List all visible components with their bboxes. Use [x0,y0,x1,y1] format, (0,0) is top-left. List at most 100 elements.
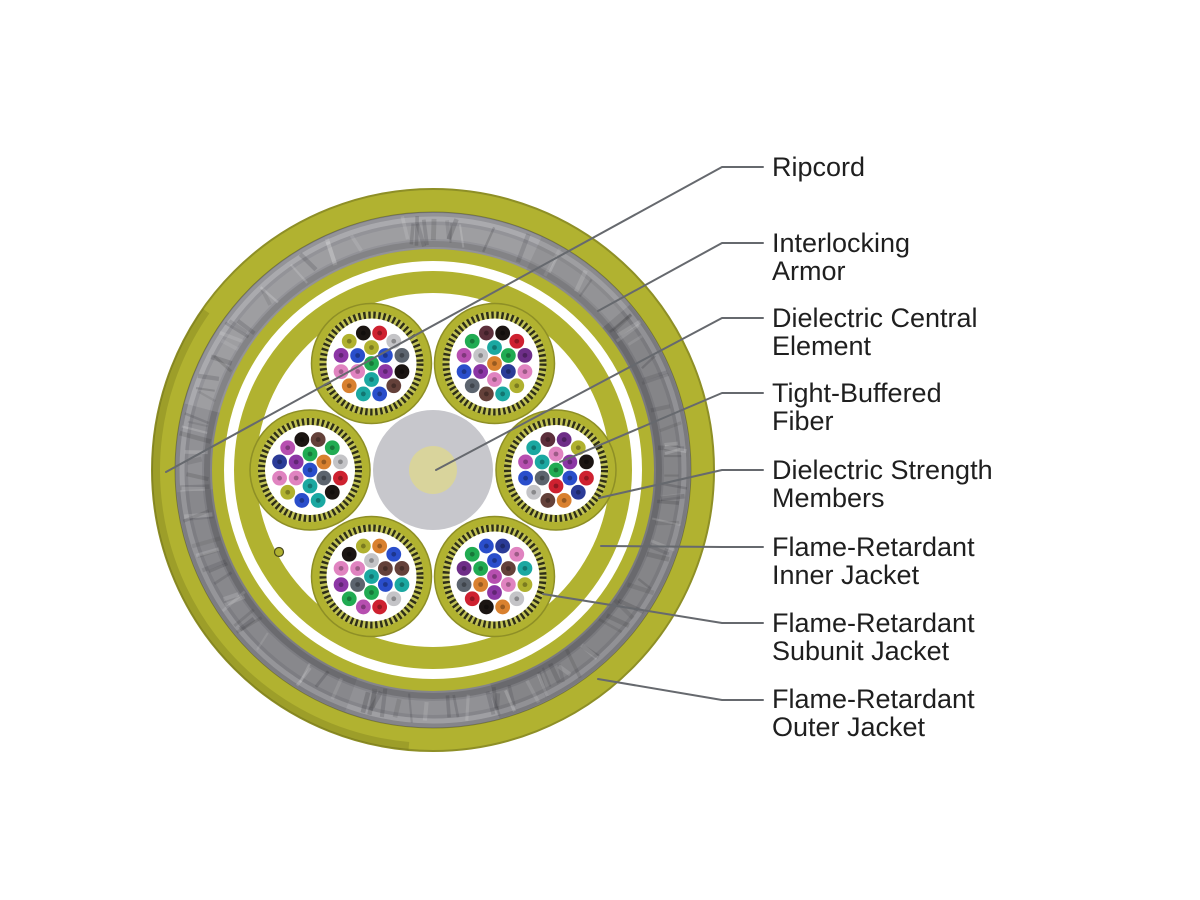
fiber-core-dot [369,590,374,595]
tight-buffered-fiber-dot [288,454,304,470]
tight-buffered-fiber-dot [333,364,349,380]
armor-streak [557,663,565,683]
fiber-core-dot [545,437,551,442]
tight-buffered-fiber-dot [364,553,379,568]
armor-streak [627,334,643,346]
tight-buffered-fiber-dot [562,470,578,486]
tight-buffered-fiber-dot [526,440,542,456]
tight-buffered-fiber-dot [509,591,525,607]
label-line: Tight-Buffered [772,378,942,408]
tight-buffered-fiber-dot [350,561,366,576]
fiber-core-dot [469,596,475,602]
armor-streak [179,430,212,444]
armor-streak [182,509,210,523]
fiber-core-dot [382,353,388,358]
tight-buffered-fiber-dot [478,325,494,341]
armor-streak [616,319,642,338]
fiber-core-dot [338,369,344,375]
tight-buffered-fiber-dot [464,591,480,607]
armor-shade-arc [204,241,662,699]
fiber-core-dot [469,383,475,389]
armor-shade-arc [176,489,358,712]
fiber-core-dot [492,377,497,382]
fiber-core-dot [567,459,573,465]
fiber-core-dot [478,582,484,587]
fiber-subunit-top-right [433,302,556,425]
armor-streak [574,269,588,293]
fiber-core-dot [545,498,551,503]
fiber-core-dot [338,565,344,571]
label-line: Fiber [772,406,834,436]
tight-buffered-fiber-dot [341,333,357,349]
fiber-core-dot [483,604,489,610]
fiber-core-dot [338,459,343,465]
armor-streak [578,279,593,298]
armor-streak [195,387,215,392]
fiber-core-dot [285,445,291,451]
tight-buffered-fiber-dot [288,470,304,486]
fiber-core-dot [321,475,327,481]
armor-streak [661,493,681,499]
tight-buffered-fiber-dot [548,446,564,462]
tight-buffered-fiber-dot [500,348,516,363]
tight-buffered-fiber-dot [333,470,348,486]
fiber-core-dot [360,330,366,336]
armor-streak [642,370,668,382]
fiber-core-dot [315,437,321,442]
fiber-core-dot [492,345,497,350]
fiber-core-dot [478,353,484,358]
tight-buffered-fiber-dot [355,386,371,402]
fiber-core-dot [369,377,374,382]
armor-streak [197,373,220,382]
tight-buffered-fiber-dot [579,470,594,486]
tight-buffered-fiber-dot [518,470,533,486]
armor-streak [224,321,250,339]
tight-buffered-fiber-dot [394,560,410,576]
armor-streak [430,218,437,241]
fiber-core-dot [355,369,361,374]
armor-streak [421,219,429,246]
armor-streak [228,319,248,335]
tight-buffered-fiber-dot [548,462,564,478]
fiber-core-dot [377,543,383,549]
tight-buffered-fiber-dot [333,577,349,593]
armor-streak [612,313,633,333]
fiber-core-dot [514,383,520,389]
fiber-core-dot [539,459,545,465]
fiber-core-dot [399,369,405,375]
fiber-core-dot [346,596,352,602]
armor-streak [446,218,459,241]
armor-streak [195,547,220,558]
fiber-core-dot [321,459,327,465]
leader-line-dielectric-central-element [435,317,764,471]
armor-streak [260,288,272,306]
tight-buffered-fiber-dot [341,378,357,394]
fiber-core-dot [329,489,335,495]
armor-streak [400,216,410,240]
fiber-core-dot [522,352,528,358]
armor-streak [256,632,269,651]
label-line: Element [772,331,872,361]
armor-streak [445,695,451,718]
fiber-core-dot [531,489,537,495]
fiber-core-dot [369,574,374,579]
armor-streak [543,247,562,277]
dielectric-strength-members-ring [319,311,424,416]
armor-streak [507,684,516,707]
armor-streak [324,238,338,266]
armor-streak [298,252,318,272]
fiber-subunit-bottom-left [310,515,433,638]
fiber-core-dot [391,338,397,344]
fiber-core-dot [567,475,573,481]
tight-buffered-fiber-dot [324,440,340,456]
label-dielectric-strength-members: Dielectric Strength Members [772,456,993,512]
fiber-core-dot [346,338,352,344]
fiber-core-dot [514,551,520,557]
armor-streak [220,338,239,352]
armor-streak [637,577,652,590]
fiber-core-dot [514,596,520,602]
tight-buffered-fiber-dot [386,546,402,562]
fiber-core-dot [500,330,506,336]
fiber-core-dot [391,551,397,557]
fiber-core-dot [539,475,545,481]
